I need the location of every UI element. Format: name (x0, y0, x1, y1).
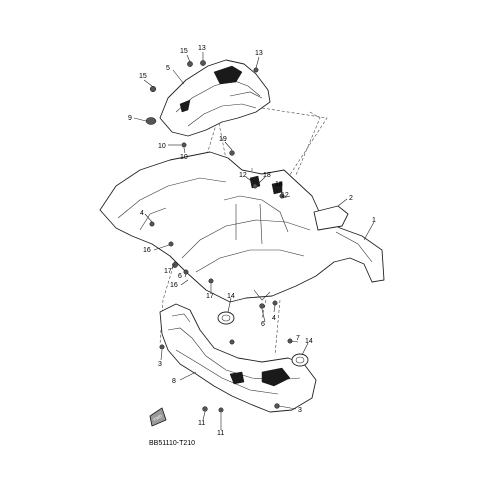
callout-7: 7 (296, 335, 300, 342)
upper-cover-part (159, 59, 271, 137)
callout-10-right: 10 (180, 154, 188, 161)
callout-labels: 15 13 13 5 15 9 10 10 19 12 18 18 12 2 1… (128, 45, 376, 437)
diagram-code: BB51110-T210 (149, 440, 195, 447)
lower-panel-part (159, 303, 317, 413)
callout-9: 9 (128, 115, 132, 122)
callout-12-right: 12 (281, 192, 289, 199)
callout-3-right: 3 (298, 407, 302, 414)
callout-1: 1 (372, 217, 376, 224)
callout-leader-lines (133, 52, 375, 430)
grommet-parts (217, 311, 309, 367)
callout-17-left: 17 (164, 268, 172, 275)
callout-14-right: 14 (305, 338, 313, 345)
front-fender-part (99, 151, 385, 303)
front-direction-arrow: FWD (149, 407, 167, 427)
callout-13-right: 13 (255, 50, 263, 57)
callout-11-right: 11 (217, 430, 224, 437)
front-plate-part (313, 205, 349, 231)
callout-19: 19 (219, 136, 227, 143)
callout-4-right: 4 (272, 315, 276, 322)
callout-8: 8 (172, 378, 176, 385)
callout-15-left: 15 (139, 73, 147, 80)
callout-12-left: 12 (239, 172, 247, 179)
callout-6-left: 6 (178, 273, 182, 280)
fwd-label: FWD (152, 413, 162, 422)
callout-18-lower: 18 (275, 181, 283, 188)
callout-14-left: 14 (227, 293, 235, 300)
callout-13-top: 13 (198, 45, 206, 52)
callout-10-left: 10 (158, 143, 166, 150)
callout-18-upper: 18 (263, 172, 271, 179)
fastener-parts (145, 60, 293, 413)
callout-17-right: 17 (206, 293, 214, 300)
callout-4-left: 4 (140, 210, 144, 217)
callout-5: 5 (166, 65, 170, 72)
callout-16-lower: 16 (170, 282, 178, 289)
callout-11-left: 11 (198, 420, 205, 427)
callout-6-right: 6 (261, 321, 265, 328)
callout-16-upper: 16 (143, 247, 151, 254)
callout-15-top: 15 (180, 48, 188, 55)
callout-3-left: 3 (158, 361, 162, 368)
callout-2: 2 (349, 195, 353, 202)
